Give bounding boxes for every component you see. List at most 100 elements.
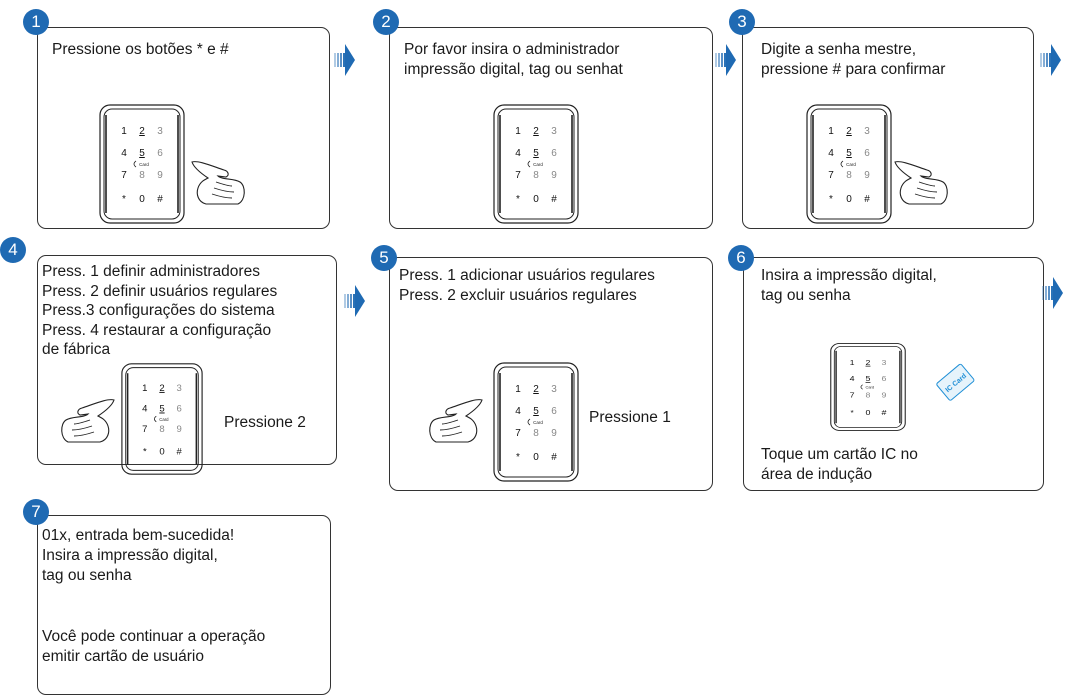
step-number-badge: 4 — [0, 237, 26, 263]
step-line: Insira a impressão digital, — [42, 547, 218, 564]
keypad-key: 2 — [533, 384, 539, 395]
step-number-badge: 6 — [728, 245, 754, 271]
step-line: pressione # para confirmar — [761, 61, 946, 78]
step-line: Por favor insira o administrador — [404, 41, 620, 58]
keypad-key: 8 — [139, 170, 145, 181]
keypad-key: 6 — [881, 375, 886, 383]
keypad-key: 1 — [515, 384, 521, 395]
step-line: emitir cartão de usuário — [42, 648, 204, 665]
next-step-arrow-icon — [344, 285, 365, 317]
keypad-key: 3 — [157, 126, 163, 137]
next-step-arrow-icon — [1042, 277, 1063, 309]
step-line: tag ou senha — [761, 287, 851, 304]
step-text: Insira a impressão digital, tag ou senha — [761, 266, 937, 306]
step-line: Pressione os botões * e # — [52, 41, 229, 58]
keypad-key: 1 — [121, 126, 127, 137]
step-line: de fábrica — [42, 341, 111, 358]
keypad-key: 5 — [533, 148, 539, 159]
keypad-key: 1 — [828, 126, 834, 137]
keypad-key: 8 — [533, 428, 539, 439]
keypad-key: 3 — [177, 383, 182, 394]
keypad-key: 7 — [121, 170, 127, 181]
step-line: Press. 1 adicionar usuários regulares — [399, 267, 655, 284]
keypad-key: 6 — [157, 148, 163, 159]
step-text: Pressione os botões * e # — [52, 40, 229, 60]
step-line: Toque um cartão IC no — [761, 446, 918, 463]
keypad-key: 5 — [533, 406, 539, 417]
keypad-key: * — [516, 452, 520, 463]
keypad-key: * — [850, 409, 854, 417]
keypad-key: 4 — [515, 406, 521, 417]
keypad-key: 7 — [850, 391, 855, 399]
keypad-key: 9 — [157, 170, 163, 181]
keypad-key: 1 — [515, 126, 521, 137]
next-step-arrow-icon — [715, 44, 736, 76]
keypad-key: 9 — [551, 428, 557, 439]
keypad-key: 8 — [866, 391, 871, 399]
keypad-key: 0 — [139, 194, 145, 205]
keypad-card-label: Card — [865, 386, 874, 390]
step-number-badge: 7 — [23, 499, 49, 525]
step-panel-2: Por favor insira o administrador impress… — [389, 27, 713, 229]
keypad-key: 2 — [866, 359, 871, 367]
side-label: Pressione 2 — [224, 414, 306, 431]
keypad-key: 8 — [159, 424, 164, 435]
keypad-key: 3 — [864, 126, 870, 137]
keypad-key: 3 — [551, 384, 557, 395]
keypad-key: 5 — [139, 148, 145, 159]
side-label: Pressione 1 — [589, 409, 671, 426]
keypad-key: 9 — [177, 424, 182, 435]
keypad-key: 6 — [551, 406, 557, 417]
keypad-card-label: Card — [533, 420, 543, 425]
keypad-key: 7 — [828, 170, 834, 181]
keypad-key: * — [143, 447, 147, 458]
step-line: Press. 1 definir administradores — [42, 263, 260, 280]
keypad-key: 8 — [846, 170, 852, 181]
keypad-key: 3 — [881, 359, 886, 367]
keypad-key: 4 — [142, 404, 147, 415]
keypad-key: # — [157, 194, 163, 205]
keypad-key: # — [551, 194, 557, 205]
keypad-card-label: Card — [533, 162, 543, 167]
step-panel-5: Press. 1 adicionar usuários regulares Pr… — [389, 257, 713, 491]
keypad-key: 1 — [142, 383, 147, 394]
pointing-hand-icon — [894, 161, 948, 205]
keypad-key: 3 — [551, 126, 557, 137]
keypad-key: 9 — [864, 170, 870, 181]
keypad-key: 0 — [533, 452, 539, 463]
step-bottom-text: Toque um cartão IC no área de indução — [761, 445, 918, 485]
keypad-key: 1 — [850, 359, 855, 367]
step-panel-6: Insira a impressão digital, tag ou senha… — [743, 257, 1044, 491]
keypad-key: 6 — [864, 148, 870, 159]
keypad-key: 2 — [846, 126, 852, 137]
keypad-key: 5 — [866, 375, 871, 383]
keypad-key: 4 — [828, 148, 834, 159]
keypad-key: 7 — [142, 424, 147, 435]
step-text: Por favor insira o administrador impress… — [404, 40, 623, 80]
step-number-badge: 1 — [23, 9, 49, 35]
keypad-key: 2 — [159, 383, 164, 394]
keypad-key: # — [881, 409, 886, 417]
keypad-card-label: Card — [846, 162, 856, 167]
keypad-key: 5 — [846, 148, 852, 159]
keypad-card-label: Card — [139, 162, 149, 167]
step-line: Press. 2 excluir usuários regulares — [399, 287, 637, 304]
keypad-key: 2 — [139, 126, 145, 137]
keypad-key: 0 — [866, 409, 871, 417]
pointing-hand-icon — [429, 399, 483, 443]
keypad-key: 0 — [159, 447, 164, 458]
keypad-key: 5 — [159, 404, 164, 415]
step-number-badge: 5 — [371, 245, 397, 271]
step-panel-3: Digite a senha mestre, pressione # para … — [742, 27, 1034, 229]
step-number-badge: 3 — [729, 9, 755, 35]
keypad-key: 0 — [846, 194, 852, 205]
step-line: área de indução — [761, 466, 873, 483]
pointing-hand-icon — [191, 161, 245, 205]
keypad-key: 6 — [177, 404, 182, 415]
step-line: impressão digital, tag ou senhat — [404, 61, 623, 78]
step-line: Insira a impressão digital, — [761, 267, 937, 284]
